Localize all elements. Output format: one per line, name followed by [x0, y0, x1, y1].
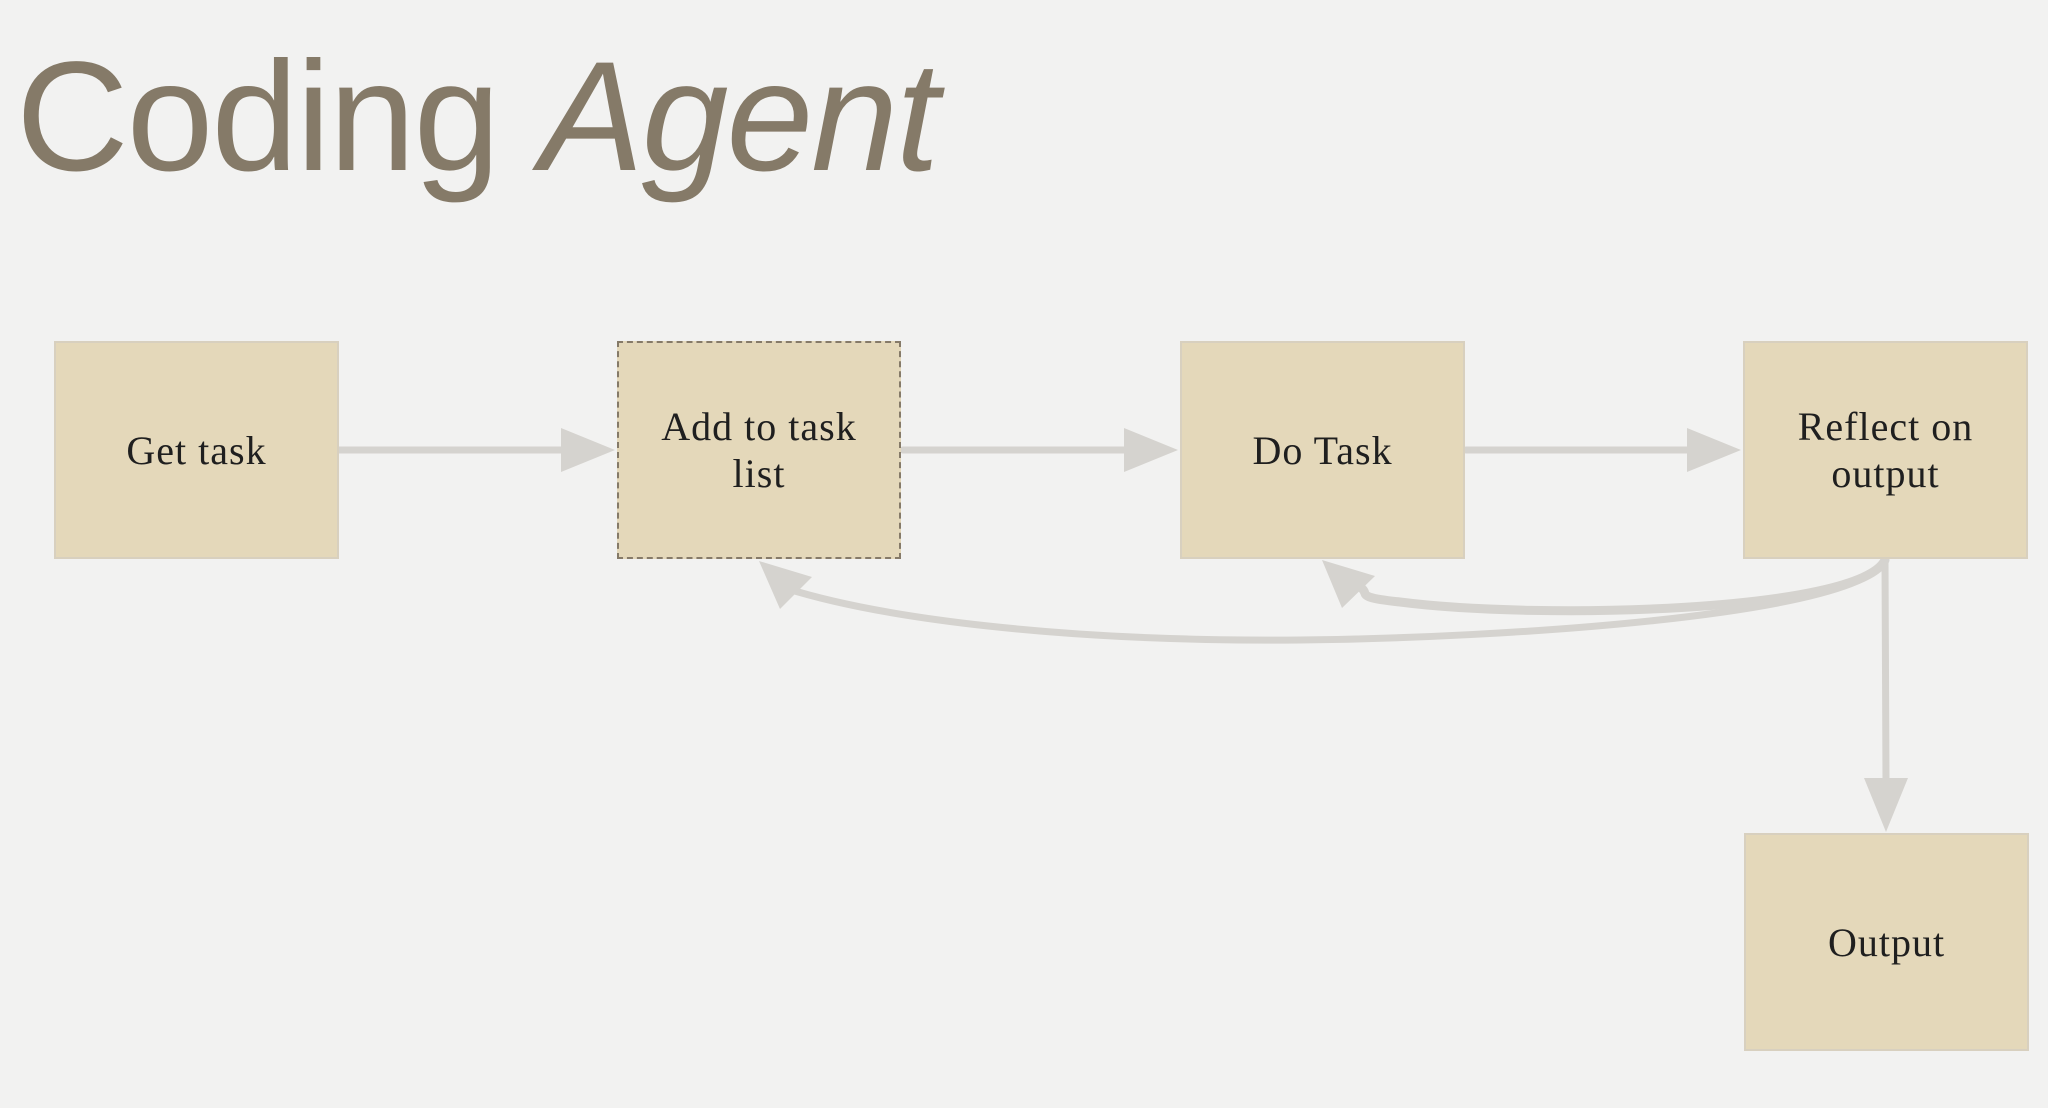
node-label: Do Task — [1252, 427, 1393, 473]
arrowhead-output — [1864, 778, 1908, 832]
node-do-task: Do Task — [1180, 341, 1465, 559]
node-label: Add to task list — [661, 404, 857, 496]
arrowhead-do — [1124, 428, 1178, 472]
node-output: Output — [1744, 833, 2029, 1051]
node-label: Output — [1827, 919, 1946, 965]
arrowhead-feedback-do — [1322, 560, 1375, 608]
node-reflect-on-output: Reflect on output — [1743, 341, 2028, 559]
node-label: Reflect on output — [1797, 404, 1974, 496]
edge-reflect-to-output — [1881, 556, 1890, 786]
arrowhead-add — [561, 428, 615, 472]
arrowhead-feedback-add — [759, 561, 812, 609]
node-label: Get task — [126, 427, 267, 473]
node-add-to-task-list: Add to task list — [617, 341, 901, 559]
arrowhead-reflect — [1687, 428, 1741, 472]
title-emphasis: Agent — [539, 30, 940, 204]
edge-reflect-to-do — [1340, 555, 1890, 616]
edge-reflect-to-add — [781, 558, 1889, 644]
title-main: Coding — [16, 30, 500, 204]
page-title: Coding Agent — [16, 22, 940, 212]
node-get-task: Get task — [54, 341, 339, 559]
